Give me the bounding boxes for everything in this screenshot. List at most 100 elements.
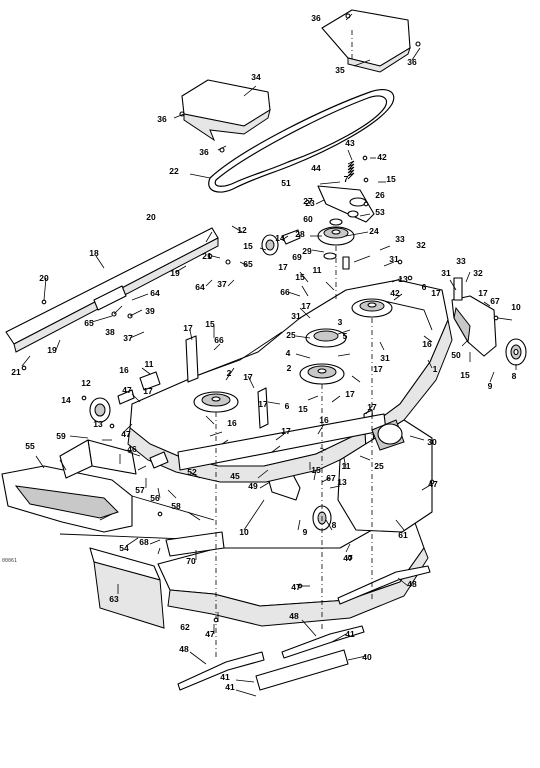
callout-70: 70 (186, 556, 196, 566)
callout-63: 63 (109, 594, 119, 604)
callout-15-3: 15 (205, 319, 215, 329)
callout-20-2: 20 (39, 273, 49, 283)
callout-66-2: 66 (280, 287, 290, 297)
callout-17-3: 17 (243, 372, 253, 382)
callout-42: 42 (377, 152, 387, 162)
callout-23: 23 (305, 198, 315, 208)
callout-36: 36 (311, 13, 321, 23)
callout-17-11: 17 (373, 364, 383, 374)
idler-pulley (317, 226, 355, 246)
callout-64-2: 64 (195, 282, 205, 292)
callout-2-2: 2 (287, 363, 292, 373)
blade-left (177, 651, 265, 691)
callout-31-2: 31 (441, 268, 451, 278)
callout-1: 1 (433, 364, 438, 374)
callout-47-6: 47 (205, 629, 215, 639)
callout-33: 33 (395, 234, 405, 244)
callout-47-4: 47 (291, 582, 301, 592)
leader-lines (21, 13, 517, 697)
callout-17-12: 17 (301, 301, 311, 311)
callout-4: 4 (286, 348, 291, 358)
callout-48-2: 48 (289, 611, 299, 621)
callout-11-3: 11 (342, 461, 351, 471)
callout-37: 37 (217, 279, 227, 289)
callout-6-2: 6 (422, 282, 427, 292)
callout-17-2: 17 (183, 323, 193, 333)
callout-49: 49 (248, 481, 258, 491)
deck-support (165, 531, 225, 557)
drawing-id: 00061 (2, 558, 17, 564)
callout-24: 24 (369, 226, 379, 236)
front-shield (337, 419, 433, 533)
callout-28: 28 (295, 229, 305, 239)
callout-36-3: 36 (157, 114, 167, 124)
callout-25-2: 25 (374, 461, 384, 471)
callout-41-2: 41 (220, 672, 230, 682)
callout-66: 66 (214, 335, 224, 345)
callout-31: 31 (291, 311, 301, 321)
callout-35: 35 (335, 65, 345, 75)
callout-40: 40 (362, 652, 372, 662)
callout-45: 45 (230, 471, 240, 481)
callout-13-3: 13 (337, 477, 347, 487)
callout-30: 30 (427, 437, 437, 447)
callout-62: 62 (180, 622, 190, 632)
callout-47-5: 47 (343, 553, 353, 563)
callout-8: 8 (512, 371, 517, 381)
callout-32: 32 (416, 240, 426, 250)
callout-9: 9 (488, 381, 493, 391)
callout-43: 43 (345, 138, 355, 148)
belt-shield-left (181, 79, 271, 142)
callout-41: 41 (345, 629, 355, 639)
callout-12-2: 12 (81, 378, 91, 388)
idler-spring (347, 160, 355, 180)
callout-17: 17 (278, 262, 288, 272)
callout-11: 11 (145, 359, 154, 369)
callout-44: 44 (311, 163, 321, 173)
callout-17-10: 17 (478, 288, 488, 298)
blade-stiffener (255, 649, 349, 691)
callout-32-2: 32 (473, 268, 483, 278)
callout-16-4: 16 (422, 339, 432, 349)
anti-scalp-bracket-right (451, 277, 497, 357)
callout-16-3: 16 (319, 415, 329, 425)
callout-33-2: 33 (456, 256, 466, 266)
callout-19-2: 19 (47, 345, 57, 355)
callout-47-2: 47 (121, 429, 131, 439)
callout-15-4: 15 (295, 272, 305, 282)
callout-2: 2 (227, 368, 232, 378)
callout-29: 29 (302, 246, 312, 256)
callout-27: 27 (303, 196, 313, 206)
anti-scalp-wheel-right (505, 338, 527, 366)
rear-baffle (157, 519, 429, 627)
callout-7: 7 (344, 174, 349, 184)
callout-14: 14 (275, 233, 285, 243)
callout-57: 57 (135, 485, 145, 495)
callout-48: 48 (407, 579, 417, 589)
callout-5: 5 (343, 331, 348, 341)
rail-bracket (93, 285, 127, 311)
callout-10-2: 10 (239, 527, 249, 537)
callout-25: 25 (286, 330, 296, 340)
callout-16-2: 16 (227, 418, 237, 428)
blade-right (337, 565, 431, 605)
callout-19: 19 (170, 268, 180, 278)
callout-17-5: 17 (345, 389, 355, 399)
callout-15-2: 15 (243, 241, 253, 251)
callout-34: 34 (251, 72, 261, 82)
callout-59: 59 (56, 431, 66, 441)
callout-47-3: 47 (428, 479, 438, 489)
callout-31-4: 31 (389, 254, 399, 264)
callout-12: 12 (237, 225, 247, 235)
callout-15-7: 15 (298, 404, 308, 414)
callout-15-6: 15 (311, 465, 321, 475)
callout-18: 18 (89, 248, 99, 258)
callout-17-8: 17 (367, 402, 377, 412)
callout-46: 46 (127, 444, 137, 454)
callout-17-4: 17 (143, 386, 153, 396)
callout-64: 64 (150, 288, 160, 298)
callout-68: 68 (139, 537, 149, 547)
callout-22: 22 (169, 166, 179, 176)
callout-17-6: 17 (258, 399, 268, 409)
